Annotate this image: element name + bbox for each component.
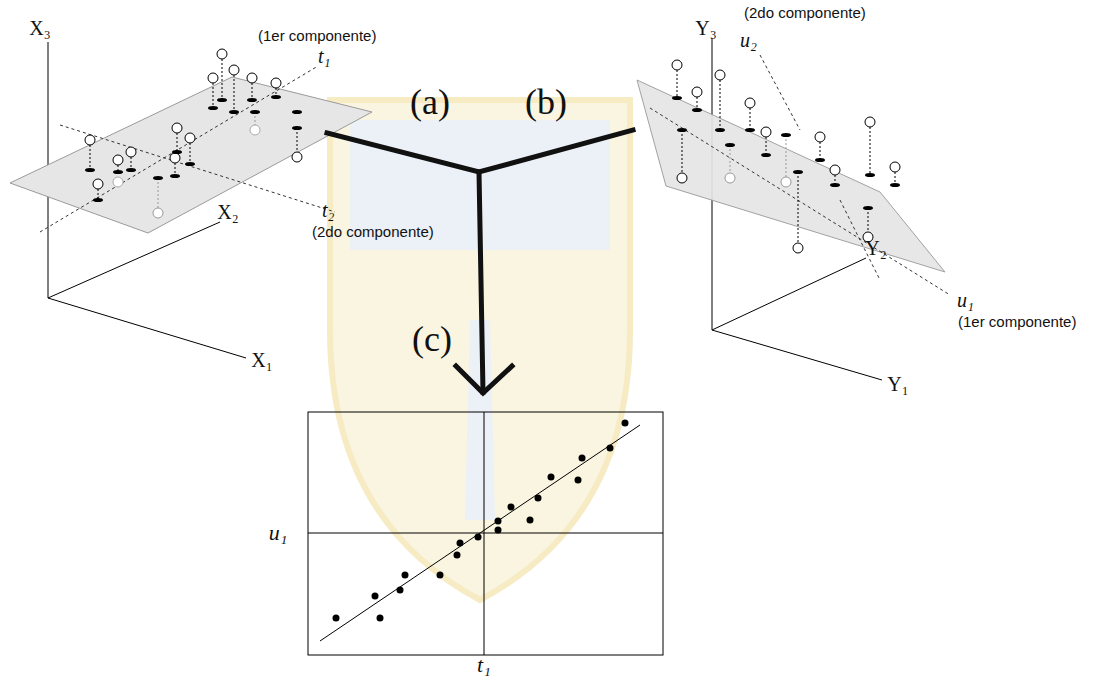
component-note: (2do componente) xyxy=(744,5,866,22)
watermark-shield xyxy=(330,100,630,600)
axis-name: Y₁ xyxy=(887,373,908,395)
component-note: (1er componente) xyxy=(958,314,1076,331)
axis-name: X₃ xyxy=(29,17,50,39)
axis-name: Y₃ xyxy=(695,17,716,39)
axis-name: X₁ xyxy=(251,349,272,371)
axis-title: u₁ xyxy=(269,521,288,545)
component-name: u₂ xyxy=(740,29,757,51)
step-label: (b) xyxy=(525,83,567,123)
step-label: (a) xyxy=(410,83,450,123)
axis-name: X₂ xyxy=(217,201,238,223)
axis-title: t₁ xyxy=(477,653,491,677)
axis-name: Y₂ xyxy=(865,237,886,259)
component-name: u₁ xyxy=(957,289,974,311)
component-name: t₂ xyxy=(322,199,335,221)
component-name: t₁ xyxy=(318,45,331,67)
component-note: (2do componente) xyxy=(312,224,434,241)
component-note: (1er componente) xyxy=(258,28,376,45)
step-label: (c) xyxy=(412,320,452,360)
